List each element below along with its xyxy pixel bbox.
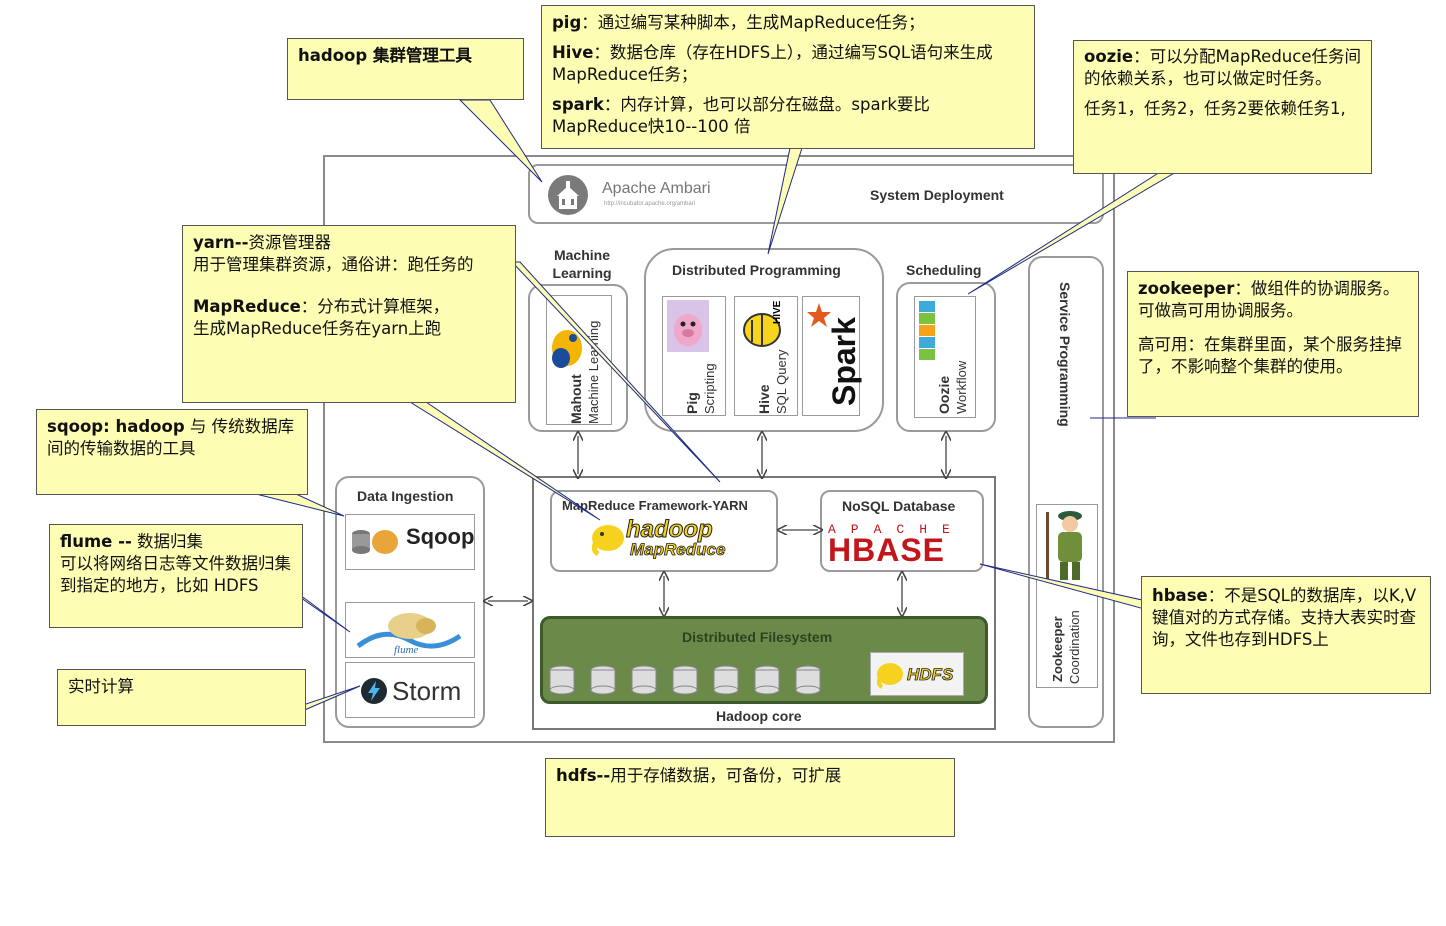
note-sqoop-text: 与 传统数据库间的传输数据的工具 xyxy=(47,417,295,458)
oozie-name: Oozie xyxy=(936,375,952,414)
hive-name: Hive xyxy=(756,384,772,414)
mahout-name: Mahout xyxy=(568,374,584,424)
hdfs-logo: HDFS xyxy=(870,652,964,696)
note-hadoop-tool: hadoop 集群管理工具 xyxy=(287,38,524,100)
note-flume-text2: 可以将网络日志等文件数据归集到指定的地方，比如 HDFS xyxy=(60,554,291,595)
sqoop-logo-icon xyxy=(352,530,398,554)
note-mapreduce-name: MapReduce xyxy=(193,297,301,316)
note-oozie-text: ：可以分配MapReduce任务间的依赖关系，也可以做定时任务。 xyxy=(1084,47,1361,88)
note-hdfs: hdfs--用于存储数据，可备份，可扩展 xyxy=(545,758,955,837)
hive-card xyxy=(734,296,798,416)
hdfs-elephant-icon xyxy=(876,663,903,689)
scheduling-label: Scheduling xyxy=(906,262,982,278)
note-hadoop-tool-text: hadoop 集群管理工具 xyxy=(298,46,472,65)
note-spark-text: ：内存计算，也可以部分在磁盘。spark要比MapReduce快10--100 … xyxy=(552,95,930,136)
note-spark-name: spark xyxy=(552,95,604,114)
note-hbase-name: hbase xyxy=(1152,586,1208,605)
mahout-logo-icon xyxy=(552,330,582,368)
hbase-line2: HBASE xyxy=(828,532,946,568)
note-pig-name: pig xyxy=(552,13,582,32)
note-oozie: oozie：可以分配MapReduce任务间的依赖关系，也可以做定时任务。 任务… xyxy=(1073,40,1372,174)
note-yarn-text: 资源管理器 xyxy=(248,233,331,252)
note-mapreduce-text2: 生成MapReduce任务在yarn上跑 xyxy=(193,319,442,338)
spark-card xyxy=(802,296,860,416)
storm-logo-text: Storm xyxy=(392,676,462,706)
ambari-box: Apache Ambari http://incubator.apache.or… xyxy=(528,164,1104,224)
note-flume-name: flume -- xyxy=(60,532,132,551)
hadoop-mr-line1: hadoop xyxy=(626,516,714,544)
note-flume-text: 数据归集 xyxy=(131,532,204,551)
note-hive-text: ：数据仓库（存在HDFS上），通过编写SQL语句来生成MapReduce任务； xyxy=(552,43,993,84)
spark-star-icon xyxy=(807,303,831,327)
hadoop-elephant-icon xyxy=(591,525,624,556)
pig-desc: Scripting xyxy=(702,363,717,414)
hadoop-core-label: Hadoop core xyxy=(716,708,802,724)
nosql-database-label: NoSQL Database xyxy=(842,498,956,514)
note-hbase-text: ：不是SQL的数据库，以K,V 键值对的方式存储。支持大表实时查询，文件也存到H… xyxy=(1152,586,1417,649)
pig-name: Pig xyxy=(684,392,700,414)
ambari-url: http://incubator.apache.org/ambari xyxy=(604,201,696,207)
system-deployment-label: System Deployment xyxy=(870,187,1004,203)
storage-disks-icon xyxy=(549,665,821,695)
hadoop-mapreduce-logo: hadoop MapReduce xyxy=(590,516,740,560)
note-mapreduce-text: ：分布式计算框架， xyxy=(300,297,450,316)
flume-logo-icon: flume xyxy=(356,613,462,656)
oozie-logo-icon xyxy=(919,301,935,360)
note-hdfs-name: hdfs-- xyxy=(556,766,611,785)
note-hdfs-text: 用于存储数据，可备份，可扩展 xyxy=(610,766,842,785)
sqoop-logo-text: Sqoop xyxy=(406,524,475,549)
note-hive-name: Hive xyxy=(552,43,594,62)
note-pig-hive-spark: pig：通过编写某种脚本，生成MapReduce任务； Hive：数据仓库（存在… xyxy=(541,5,1035,149)
note-zookeeper-text2: 高可用：在集群里面，某个服务挂掉了，不影响整个集群的使用。 xyxy=(1138,335,1402,376)
hdfs-logo-text: HDFS xyxy=(907,665,954,685)
distributed-programming-label: Distributed Programming xyxy=(672,262,841,278)
pig-logo-icon xyxy=(667,300,709,352)
mahout-desc: Machine Learning xyxy=(586,320,601,424)
hive-logo-text: HIVE xyxy=(772,300,783,324)
note-pig-text: ：通过编写某种脚本，生成MapReduce任务； xyxy=(581,13,925,32)
note-storm: 实时计算 xyxy=(57,669,306,726)
hive-desc: SQL Query xyxy=(774,349,789,414)
zookeeper-desc: Coordination xyxy=(1067,610,1082,684)
note-storm-text: 实时计算 xyxy=(68,677,134,696)
ambari-logo-icon xyxy=(548,175,588,215)
distributed-filesystem-label: Distributed Filesystem xyxy=(682,629,833,645)
note-zookeeper: zookeeper：做组件的协调服务。可做高可用协调服务。 高可用：在集群里面，… xyxy=(1127,271,1419,417)
zookeeper-name: Zookeeper xyxy=(1050,616,1065,682)
hbase-line1: APACHE xyxy=(828,522,965,537)
service-programming-label: Service Programming xyxy=(1057,282,1073,427)
zookeeper-keeper-icon xyxy=(1046,511,1082,580)
note-flume: flume -- 数据归集 可以将网络日志等文件数据归集到指定的地方，比如 HD… xyxy=(49,524,303,628)
note-oozie-name: oozie xyxy=(1084,47,1134,66)
oozie-desc: Workflow xyxy=(954,360,969,414)
machine-learning-label: Machine Learning xyxy=(552,247,612,281)
flume-logo-text: flume xyxy=(394,644,419,656)
note-zookeeper-name: zookeeper xyxy=(1138,279,1235,298)
hive-logo-icon: HIVE xyxy=(743,300,783,347)
note-sqoop: sqoop: hadoop 与 传统数据库间的传输数据的工具 xyxy=(36,409,308,495)
mapreduce-framework-label: MapReduce Framework-YARN xyxy=(562,498,748,513)
note-oozie-text2: 任务1，任务2，任务2要依赖任务1, xyxy=(1084,99,1346,118)
note-yarn-name: yarn-- xyxy=(193,233,249,252)
hadoop-mr-line2: MapReduce xyxy=(630,540,726,560)
hbase-logo: APACHE HBASE xyxy=(824,522,978,568)
spark-logo-text: Spark xyxy=(826,317,862,406)
note-sqoop-name: sqoop: hadoop xyxy=(47,417,185,436)
note-hbase: hbase：不是SQL的数据库，以K,V 键值对的方式存储。支持大表实时查询，文… xyxy=(1141,576,1431,694)
data-ingestion-label: Data Ingestion xyxy=(357,488,454,504)
note-yarn-text2: 用于管理集群资源，通俗讲：跑任务的 xyxy=(193,255,474,274)
note-yarn-mapreduce: yarn--资源管理器 用于管理集群资源，通俗讲：跑任务的 MapReduce：… xyxy=(182,225,516,403)
ambari-name: Apache Ambari xyxy=(602,180,711,197)
storm-logo-icon xyxy=(361,678,387,704)
note-zookeeper-text: ：做组件的协调服务。可做高可用协调服务。 xyxy=(1138,279,1400,320)
